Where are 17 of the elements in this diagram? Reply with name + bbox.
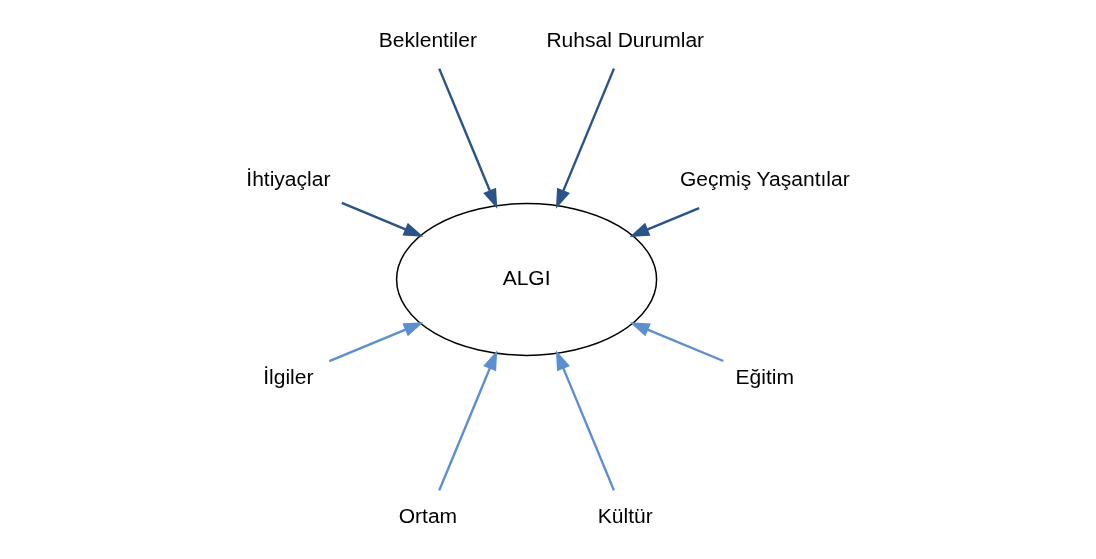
node-text: İlgiler (263, 364, 314, 388)
node-ellipse: ALGI (395, 202, 658, 357)
arrow (438, 350, 498, 491)
node-text: Kültür (597, 504, 653, 528)
node-text: Ortam (398, 504, 458, 528)
node-text: Beklentiler (378, 27, 477, 51)
arrow (629, 206, 700, 237)
node-text: Geçmiş Yaşantılar (679, 167, 850, 191)
arrow (555, 350, 616, 491)
arrow (629, 322, 724, 363)
arrow (328, 322, 424, 363)
arrow (341, 201, 424, 237)
arrow (555, 68, 616, 209)
node-text: İhtiyaçlar (246, 167, 331, 191)
node-text: Ruhsal Durumlar (546, 27, 705, 51)
node-text: Eğitim (735, 364, 794, 388)
arrow (438, 68, 498, 209)
